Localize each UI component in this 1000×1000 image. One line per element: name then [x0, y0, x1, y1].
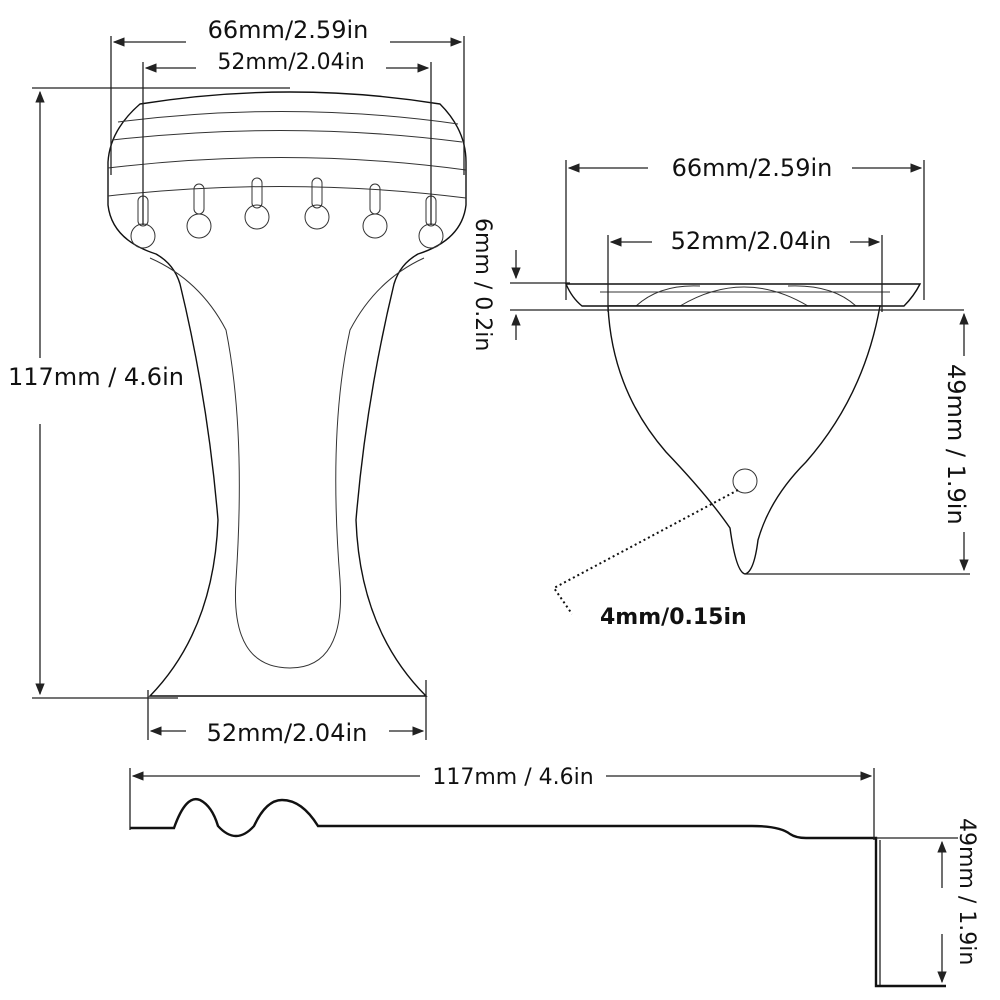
- end-hole: [732, 468, 758, 494]
- tailpiece-body: [107, 91, 467, 697]
- end-view: 66mm/2.59in 52mm/2.04in 6mm / 0.2in 49mm…: [470, 154, 970, 630]
- side-view: 117mm / 4.6in 49mm / 1.9in: [129, 765, 979, 988]
- groove-2: [111, 129, 463, 143]
- groove-3: [107, 156, 467, 171]
- hole-3: [244, 204, 270, 230]
- end-width-inner-label: 52mm/2.04in: [671, 227, 832, 255]
- string-holes: [130, 177, 444, 249]
- hole-callout-leader: [552, 489, 739, 615]
- end-flange: [564, 283, 922, 307]
- end-pendant: [607, 305, 881, 575]
- groove-4: [107, 185, 467, 199]
- slot-4: [311, 177, 323, 209]
- front-width-inner-label: 52mm/2.04in: [217, 50, 364, 75]
- end-dome: [679, 286, 809, 307]
- side-length-label: 117mm / 4.6in: [432, 765, 593, 790]
- front-view: 66mm/2.59in 52mm/2.04in 117mm / 4.6in 52…: [8, 16, 467, 747]
- hole-4: [304, 204, 330, 230]
- side-height-label: 49mm / 1.9in: [954, 818, 979, 965]
- slot-3: [251, 177, 263, 209]
- groove-1: [117, 110, 459, 125]
- end-width-outer-label: 66mm/2.59in: [672, 154, 833, 182]
- side-profile: [130, 797, 946, 988]
- front-bottom-width-label: 52mm/2.04in: [207, 719, 368, 747]
- front-length-label: 117mm / 4.6in: [8, 363, 184, 391]
- hole-5: [362, 213, 388, 239]
- hole-size-label: 4mm/0.15in: [600, 605, 747, 630]
- hole-2: [186, 213, 212, 239]
- end-height-label: 49mm / 1.9in: [942, 364, 970, 525]
- tailpiece-inner-slot: [149, 257, 425, 669]
- front-width-outer-label: 66mm/2.59in: [208, 16, 369, 44]
- end-dome-outer: [635, 285, 857, 307]
- end-thickness-label: 6mm / 0.2in: [470, 218, 495, 351]
